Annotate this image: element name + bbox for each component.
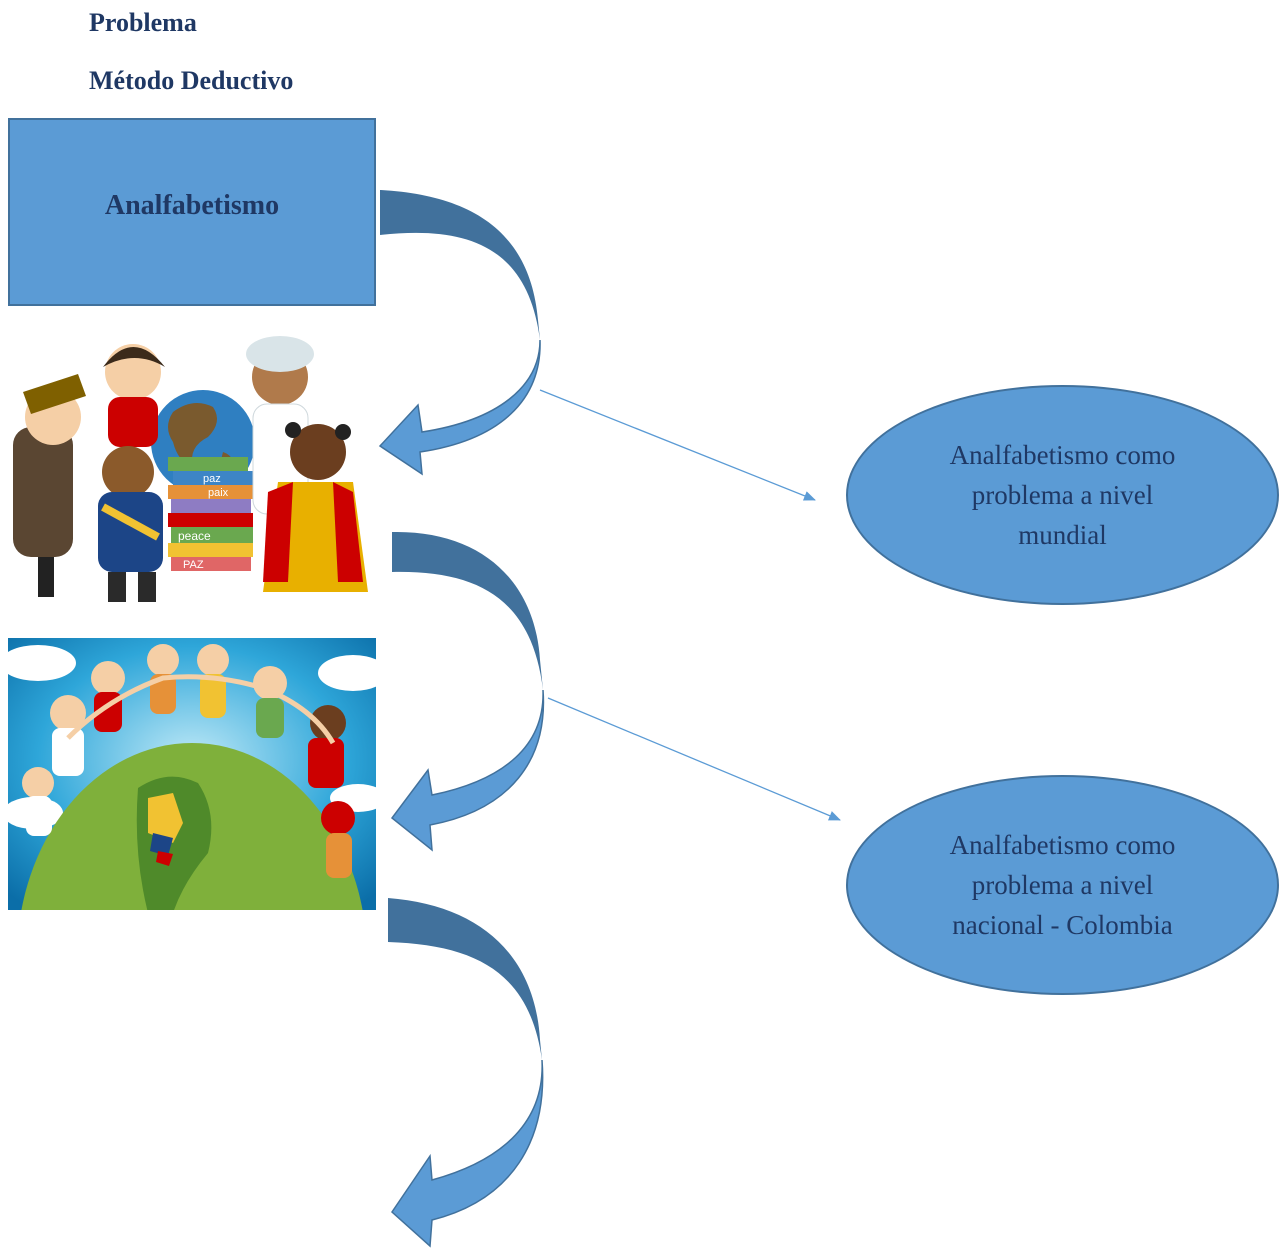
ellipse-nivel-nacional-text: Analfabetismo como problema a nivel naci… (949, 830, 1176, 940)
ellipse-nivel-mundial-text: Analfabetismo como problema a nivel mund… (949, 440, 1176, 550)
book-label-paix: paix (208, 487, 229, 499)
ellipse-nivel-mundial: Analfabetismo como problema a nivel mund… (846, 385, 1279, 605)
ellipse-nivel-nacional: Analfabetismo como problema a nivel naci… (846, 775, 1279, 995)
analfabetismo-box: Analfabetismo (8, 118, 376, 306)
curved-arrow-3 (388, 898, 544, 1248)
book-label-peace: peace (178, 529, 211, 543)
connector-line-nacional (547, 697, 841, 821)
book-label-paz-2: PAZ (183, 559, 204, 571)
colombia-children-illustration (8, 638, 376, 910)
curved-arrow-1 (378, 190, 541, 476)
analfabetismo-box-label: Analfabetismo (104, 190, 280, 221)
title-problema: Problema (89, 8, 197, 37)
book-label-paz: paz (203, 473, 221, 485)
title-metodo-deductivo: Método Deductivo (89, 66, 294, 95)
connector-line-mundial (539, 389, 816, 501)
curved-arrow-2 (390, 531, 545, 852)
world-children-illustration: paz paix peace PAZ (8, 332, 374, 610)
